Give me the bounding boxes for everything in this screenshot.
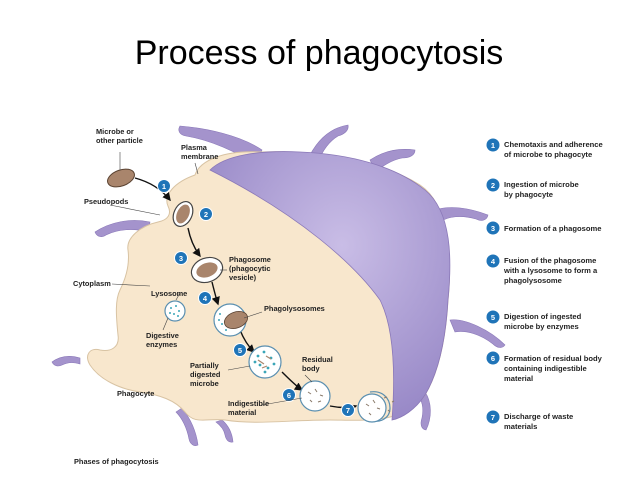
residual-body (299, 380, 331, 412)
svg-text:5: 5 (238, 346, 242, 355)
microbe-particle (107, 168, 135, 188)
label-leader-lines (109, 152, 313, 406)
label-plasma-membrane: Plasma membrane (181, 143, 218, 161)
label-phagosome: Phagosome (phagocytic vesicle) (229, 255, 273, 282)
legend-step-3: 3 Formation of a phagosome (486, 221, 601, 235)
svg-text:6: 6 (287, 391, 291, 400)
lysosome (164, 300, 186, 322)
flow-arrows (134, 177, 358, 413)
plasma-membrane-surface (209, 151, 451, 421)
label-partially-digested: Partially digested microbe (190, 361, 222, 388)
label-cytoplasm: Cytoplasm (73, 279, 111, 288)
svg-text:2: 2 (491, 181, 495, 190)
waste-discharge (357, 391, 395, 423)
label-digestive-enzymes: Digestive enzymes (146, 331, 181, 349)
phagolysosome (213, 303, 249, 337)
svg-text:3: 3 (491, 224, 495, 233)
svg-text:1: 1 (491, 141, 495, 150)
figure-caption: Phases of phagocytosis (74, 457, 159, 466)
phagosome-vesicle (190, 256, 224, 284)
diagram-step-1: 1 (157, 179, 171, 193)
svg-text:4: 4 (491, 257, 496, 266)
label-phagocyte: Phagocyte (117, 389, 154, 398)
partially-digested-microbe (248, 345, 282, 379)
ingested-microbe (172, 201, 194, 227)
diagram-step-2: 2 (199, 207, 213, 221)
svg-text:4: 4 (203, 294, 208, 303)
label-phagolysosomes: Phagolysosomes (264, 304, 325, 313)
diagram-step-3: 3 (174, 251, 188, 265)
svg-text:3: 3 (179, 254, 183, 263)
svg-text:1: 1 (162, 182, 166, 191)
svg-text:7: 7 (491, 413, 495, 422)
label-indigestible: Indigestible material (228, 399, 271, 417)
diagram-step-6: 6 (282, 388, 296, 402)
label-microbe: Microbe or other particle (96, 127, 143, 145)
page-title: Process of phagocytosis (134, 34, 504, 72)
svg-text:Formation of a phagosome: Formation of a phagosome (504, 224, 601, 233)
svg-text:7: 7 (346, 406, 350, 415)
label-lysosome: Lysosome (151, 289, 187, 298)
diagram-step-5: 5 (233, 343, 247, 357)
label-pseudopods: Pseudopods (84, 197, 128, 206)
diagram-step-4: 4 (198, 291, 212, 305)
svg-text:5: 5 (491, 313, 495, 322)
svg-text:6: 6 (491, 354, 495, 363)
svg-text:2: 2 (204, 210, 208, 219)
label-residual-body: Residual body (302, 355, 335, 373)
diagram-step-7: 7 (341, 403, 355, 417)
